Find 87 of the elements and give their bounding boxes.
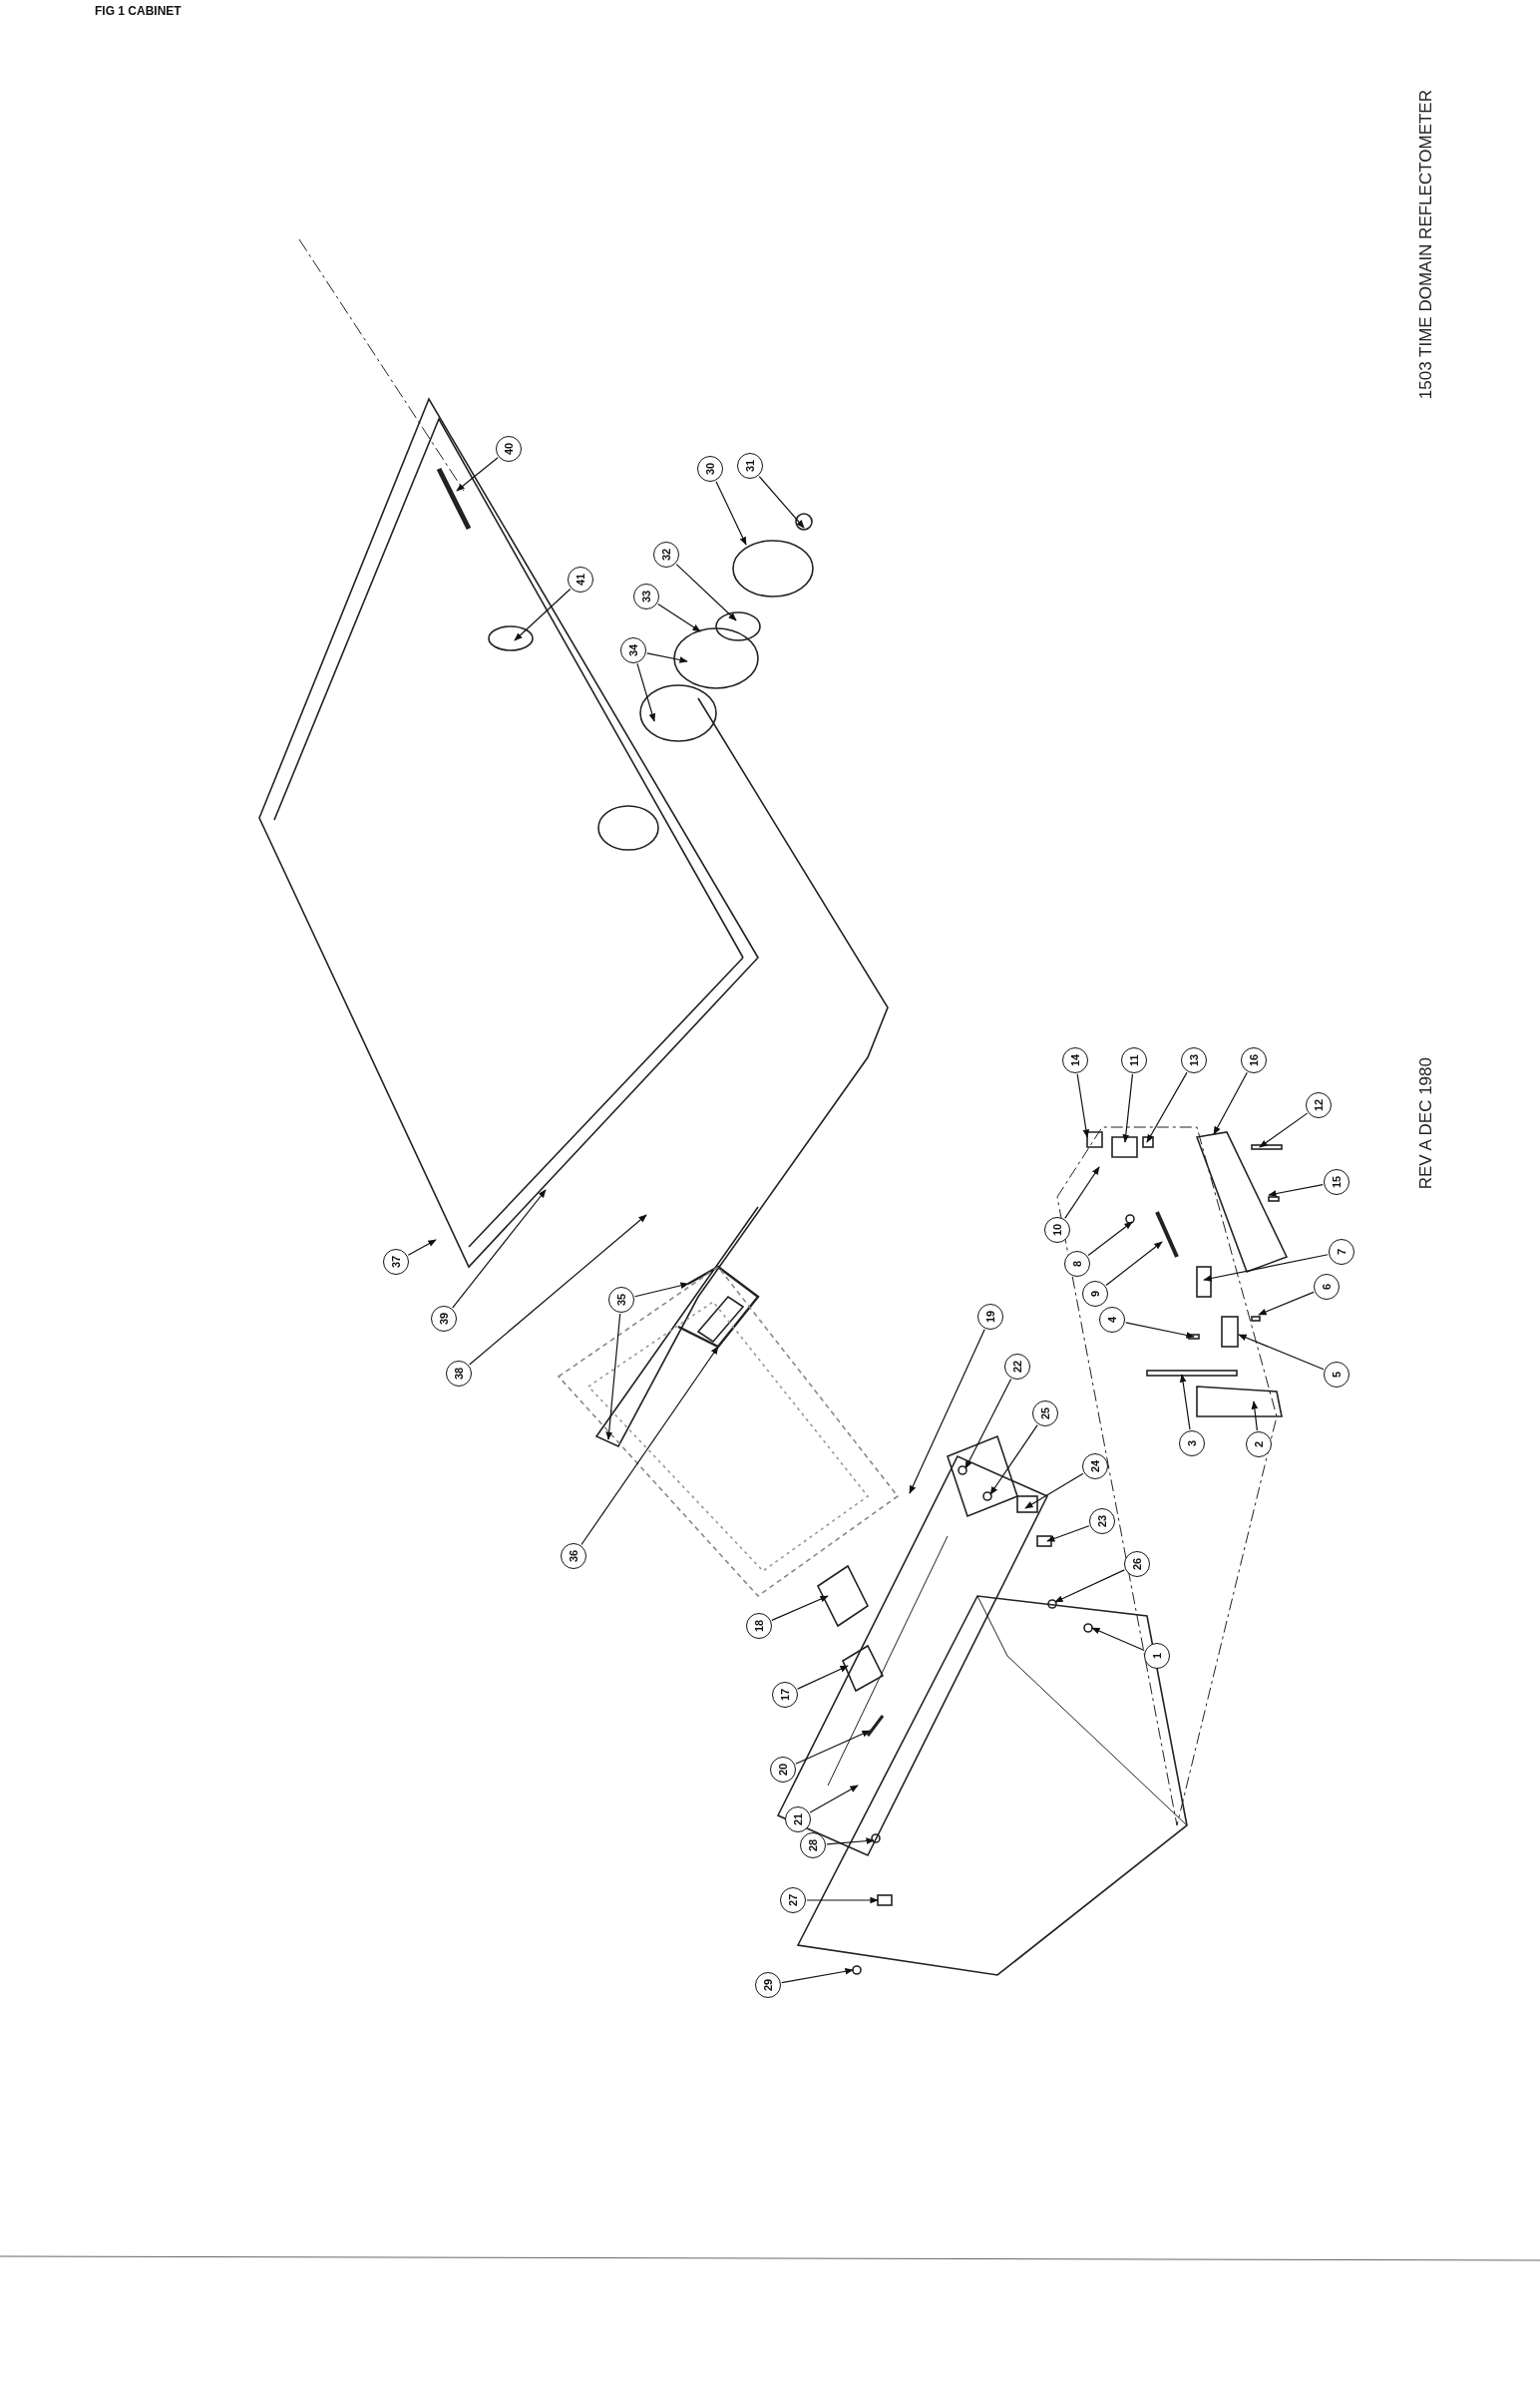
callout-number: 14 [1062, 1047, 1088, 1073]
leader-line [675, 564, 737, 621]
leader-line [771, 1595, 829, 1621]
callout-number: 19 [977, 1304, 1003, 1330]
leader-line [1179, 1374, 1191, 1430]
callout-number: 16 [1241, 1047, 1267, 1073]
leader-line [456, 457, 499, 492]
callout-number: 38 [446, 1361, 472, 1387]
leader-line [1203, 1254, 1329, 1282]
callout-number: 5 [1324, 1362, 1349, 1388]
leader-line [909, 1329, 985, 1494]
callout-number: 27 [780, 1887, 806, 1913]
leader-line [452, 1189, 547, 1309]
leader-line [407, 1239, 437, 1256]
callout-number: 25 [1032, 1400, 1058, 1426]
callout-number: 39 [431, 1306, 457, 1332]
callout-number: 32 [653, 542, 679, 568]
leader-line [1076, 1073, 1090, 1138]
instrument-name: 1503 TIME DOMAIN REFLECTOMETER [1416, 90, 1436, 400]
leader-line [469, 1214, 647, 1366]
leader-line [1213, 1071, 1248, 1135]
leader-line [1122, 1073, 1134, 1143]
callout-number: 8 [1064, 1251, 1090, 1277]
callout-number: 12 [1306, 1092, 1332, 1118]
leader-line [781, 1968, 854, 1984]
leader-line [1064, 1166, 1100, 1219]
callout-number: 9 [1082, 1281, 1108, 1307]
leader-line [797, 1665, 849, 1690]
callout-number: 26 [1124, 1551, 1150, 1577]
callout-number: 13 [1181, 1047, 1207, 1073]
callout-number: 11 [1121, 1047, 1147, 1073]
leader-line [795, 1730, 871, 1765]
callout-number: 31 [737, 453, 763, 479]
callout-number: 35 [608, 1287, 634, 1313]
figure-title: FIG 1 CABINET [95, 4, 182, 18]
leader-line [1238, 1334, 1325, 1371]
callout-number: 33 [633, 584, 659, 609]
leader-line [1054, 1569, 1125, 1603]
leader-line [580, 1346, 719, 1546]
callout-number: 30 [697, 456, 723, 482]
callout-number: 7 [1329, 1239, 1354, 1265]
leader-line [809, 1785, 859, 1813]
revision-note: REV A DEC 1980 [1416, 1057, 1436, 1190]
leader-line [1105, 1241, 1163, 1286]
leader-line [826, 1837, 875, 1845]
callout-number: 40 [496, 436, 522, 462]
callout-number: 20 [770, 1757, 796, 1783]
leader-line [514, 588, 572, 641]
leader-line [1024, 1472, 1084, 1509]
callout-number: 28 [800, 1832, 826, 1858]
leader-line [1259, 1112, 1309, 1148]
callout-number: 2 [1246, 1431, 1272, 1457]
callout-number: 23 [1089, 1508, 1115, 1534]
leader-line [1258, 1291, 1315, 1316]
leader-line [1046, 1525, 1090, 1542]
leader-line [634, 1282, 689, 1298]
leader-line [1251, 1400, 1259, 1431]
callout-number: 37 [383, 1249, 409, 1275]
leader-line [636, 662, 656, 722]
leader-line [605, 1313, 621, 1440]
leader-line [1146, 1071, 1188, 1143]
callout-number: 24 [1082, 1453, 1108, 1479]
callout-number: 15 [1324, 1169, 1349, 1195]
callout-number: 22 [1004, 1354, 1030, 1380]
callout-number: 36 [561, 1543, 586, 1569]
leader-line [1091, 1627, 1145, 1652]
leader-line [758, 475, 805, 529]
callout-number: 29 [755, 1972, 781, 1998]
leader-line [806, 1896, 879, 1904]
callout-number: 4 [1099, 1307, 1125, 1333]
leader-line [646, 652, 688, 663]
leader-line [1268, 1184, 1324, 1197]
leader-line [1087, 1221, 1133, 1257]
callout-number: 10 [1044, 1217, 1070, 1243]
callout-number: 17 [772, 1682, 798, 1708]
callout-number: 34 [620, 637, 646, 663]
leader-line [989, 1424, 1038, 1495]
callout-number: 21 [785, 1806, 811, 1832]
leader-line [657, 603, 701, 632]
callout-number: 1 [1144, 1643, 1170, 1669]
callout-number: 41 [568, 567, 593, 593]
leader-line [715, 481, 747, 546]
leader-line [964, 1378, 1012, 1469]
leader-line [1125, 1322, 1195, 1339]
callout-number: 18 [746, 1613, 772, 1639]
callout-number: 3 [1179, 1430, 1205, 1456]
callout-number: 6 [1314, 1274, 1340, 1300]
